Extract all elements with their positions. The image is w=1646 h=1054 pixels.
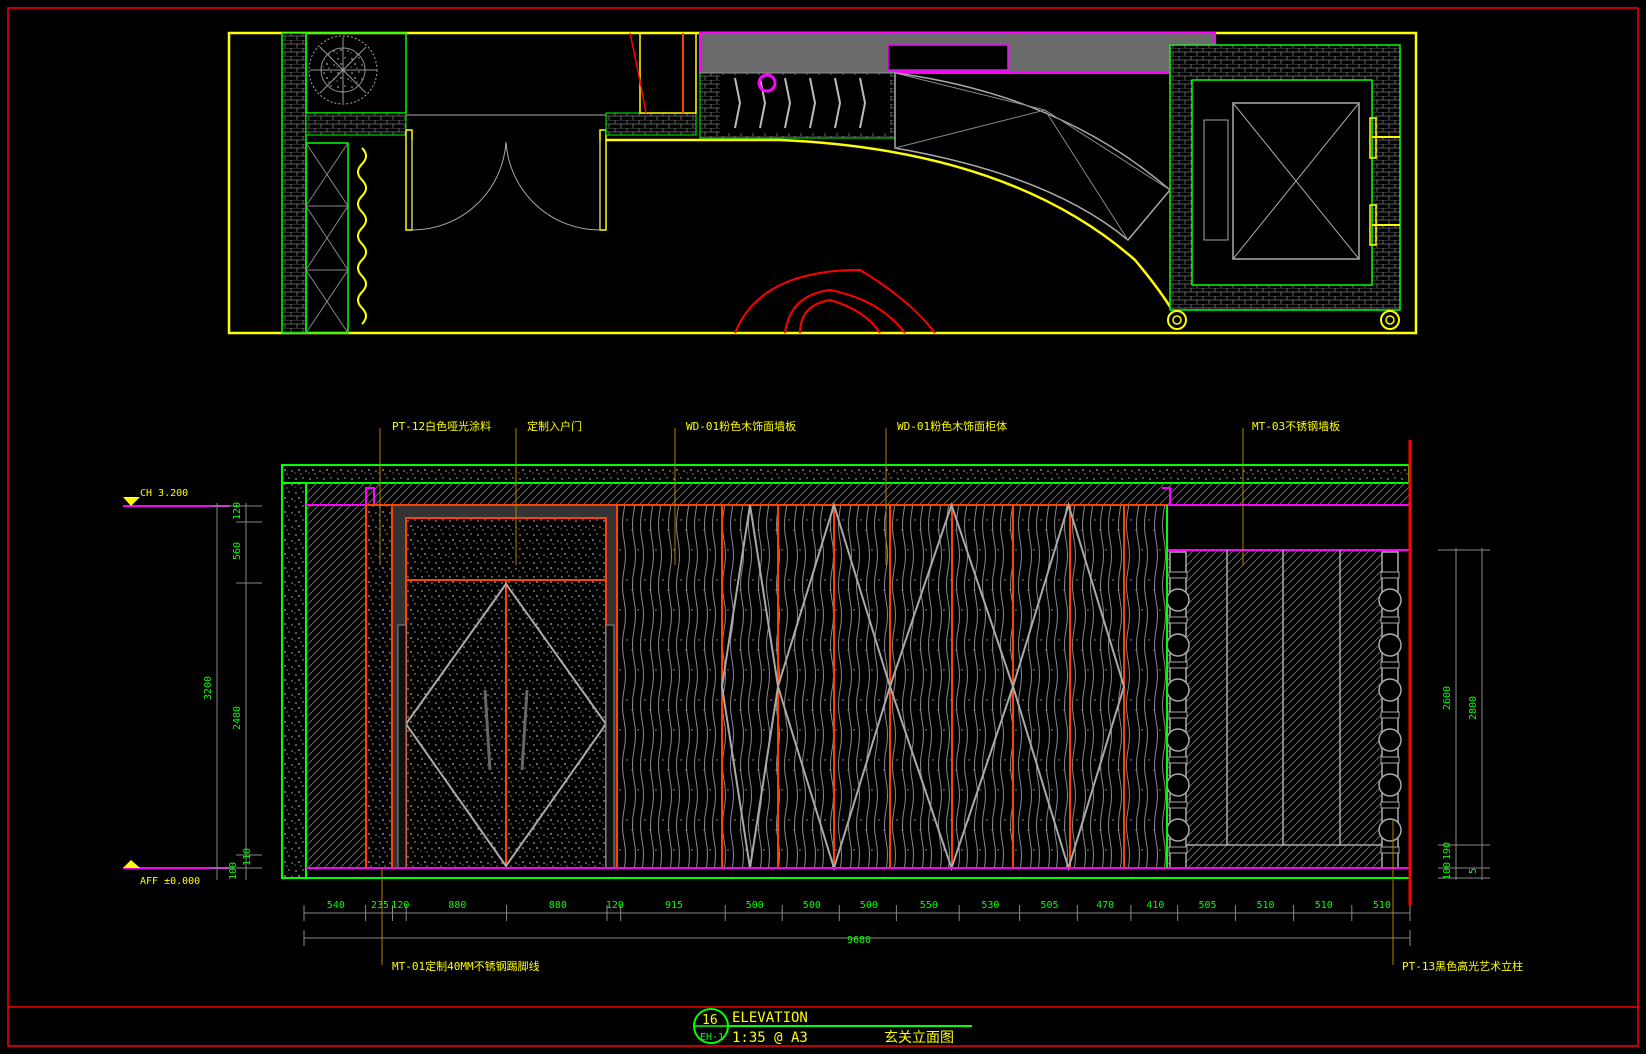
callout-wood-cabinet: WD-01粉色木饰面柜体 [897,419,1007,433]
stainless-steel-wall [1166,549,1409,869]
svg-text:CH 3.200: CH 3.200 [140,488,188,499]
column-icon-left [1167,310,1187,330]
art-column-left [1166,551,1190,869]
dim-right-3: 100 [1442,862,1453,880]
dim-right-1: 2600 [1442,686,1453,710]
dim-bottom-13: 470 [1096,900,1114,911]
view-scale: 1:35 @ A3 [732,1030,808,1046]
right-dimension-chain [1438,548,1490,880]
plan-rug [734,268,936,334]
svg-text:AFF ±0.000: AFF ±0.000 [140,876,200,887]
callout-skirting: MT-01定制40MM不锈钢踢脚线 [392,959,540,973]
floor-level-marker: AFF ±0.000 [123,860,230,887]
dim-left-top: 120 [232,502,243,520]
view-name: 玄关立面图 [884,1029,954,1046]
callout-wood-wall-panel: WD-01粉色木饰面墙板 [686,419,796,433]
plan-left-brick-wall [281,32,307,334]
plan-curved-counter [606,138,1174,311]
view-heading: ELEVATION [732,1010,808,1026]
dim-left-upper: 560 [232,542,243,560]
callout-steel-wall-panel: MT-03不锈钢墙板 [1252,419,1340,433]
dim-bottom-7: 500 [746,900,764,911]
ceiling-level-marker: CH 3.200 [123,488,230,507]
dim-bottom-17: 510 [1315,900,1333,911]
callout-art-column: PT-13黑色高光艺术立柱 [1402,959,1523,973]
dim-bottom-16: 510 [1257,900,1275,911]
plant-icon [308,35,378,105]
dim-bottom-9: 500 [860,900,878,911]
dim-left-lower: 110 [242,848,253,866]
total-dimension: 9680 [303,930,1411,946]
dim-left-bottom: 100 [228,862,239,880]
sheet-frame [7,7,1639,1047]
dim-bottom-2: 120 [391,900,409,911]
art-column-right [1378,551,1402,869]
ceiling-slab [281,464,1410,484]
dim-bottom-15: 505 [1199,900,1217,911]
plan-shoe-cabinet [305,142,349,334]
dim-bottom-11: 530 [981,900,999,911]
dim-left-overall: 3200 [203,676,214,700]
dim-bottom-14: 410 [1146,900,1164,911]
title-block: 16 EH-1 ELEVATION 1:35 @ A3 玄关立面图 [693,1008,972,1046]
plan-entrance-door [405,114,607,231]
plan-view [227,31,1418,335]
dim-bottom-6: 915 [665,900,683,911]
entrance-door-elevation [391,504,618,869]
dim-right-2: 2800 [1468,696,1479,720]
dim-right-5: 5 [1468,868,1479,874]
callout-white-paint: PT-12白色哑光涂料 [392,419,491,433]
elevation-view [281,440,1412,905]
detail-number: 16 [702,1013,718,1028]
left-wall-section [281,482,307,879]
dim-total: 9680 [847,935,871,946]
sheet-number: EH-1 [700,1032,724,1043]
dim-bottom-10: 550 [920,900,938,911]
dim-left-middle: 2480 [232,706,243,730]
column-icon-right [1380,310,1400,330]
left-dimension-chain [210,503,262,880]
dim-bottom-1: 235 [371,900,389,911]
plan-hanger-rack [699,72,896,139]
dim-bottom-18: 510 [1373,900,1391,911]
dim-bottom-0: 540 [327,900,345,911]
dim-bottom-5: 120 [606,900,624,911]
callout-leaders [379,428,1394,965]
callout-entrance-door: 定制入户门 [527,419,582,433]
dim-bottom-8: 500 [803,900,821,911]
dim-bottom-12: 505 [1041,900,1059,911]
dim-bottom-4: 880 [549,900,567,911]
dim-right-4: 190 [1442,842,1453,860]
dim-bottom-3: 880 [448,900,466,911]
plan-curtain [357,147,367,325]
wood-wall-panels [616,501,1168,872]
